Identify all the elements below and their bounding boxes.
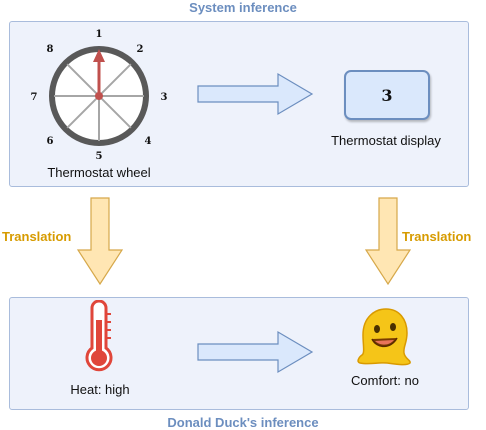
- translation-label-right: Translation: [402, 229, 472, 244]
- melting-face-icon: [357, 308, 411, 366]
- wheel-number-7: 7: [31, 92, 38, 103]
- wheel-number-6: 6: [47, 136, 54, 147]
- translation-arrow-right: [364, 197, 412, 286]
- thermometer-icon: [85, 300, 113, 372]
- inference-arrow-bottom: [197, 330, 314, 374]
- inference-arrow-top: [197, 72, 314, 116]
- thermostat-display-caption: Thermostat display: [331, 133, 441, 148]
- translation-arrow-left: [76, 197, 124, 286]
- wheel-number-3: 3: [161, 92, 168, 103]
- thermostat-display-value: 3: [381, 85, 393, 105]
- thermostat-display: 3: [344, 70, 430, 120]
- comfort-caption: Comfort: no: [351, 373, 419, 388]
- wheel-number-8: 8: [47, 44, 54, 55]
- wheel-number-4: 4: [145, 136, 152, 147]
- donald-inference-title: Donald Duck's inference: [167, 415, 319, 430]
- thermostat-wheel-caption: Thermostat wheel: [47, 165, 151, 180]
- system-inference-title: System inference: [189, 0, 297, 15]
- wheel-number-2: 2: [137, 44, 144, 55]
- wheel-number-1: 1: [96, 29, 103, 40]
- heat-caption: Heat: high: [70, 382, 130, 397]
- thermostat-wheel-icon: 1 2 3 4 5 6 7 8: [31, 29, 168, 162]
- wheel-number-5: 5: [96, 151, 103, 162]
- translation-label-left: Translation: [2, 229, 72, 244]
